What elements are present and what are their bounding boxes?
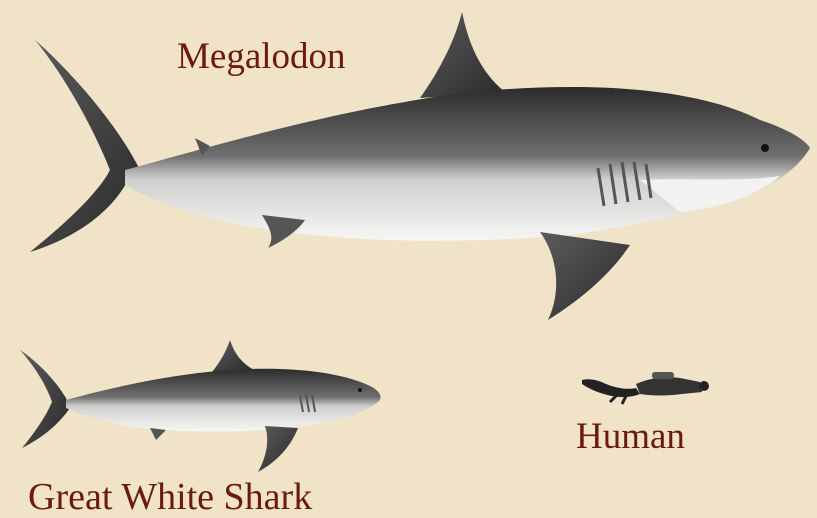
human-diver-icon [582, 372, 709, 404]
great-white-shark-icon [20, 340, 381, 472]
megalodon-shark-icon [30, 12, 810, 320]
human-label: Human [576, 418, 685, 455]
great-white-shark-label: Great White Shark [28, 478, 312, 516]
megalodon-label: Megalodon [177, 38, 346, 75]
